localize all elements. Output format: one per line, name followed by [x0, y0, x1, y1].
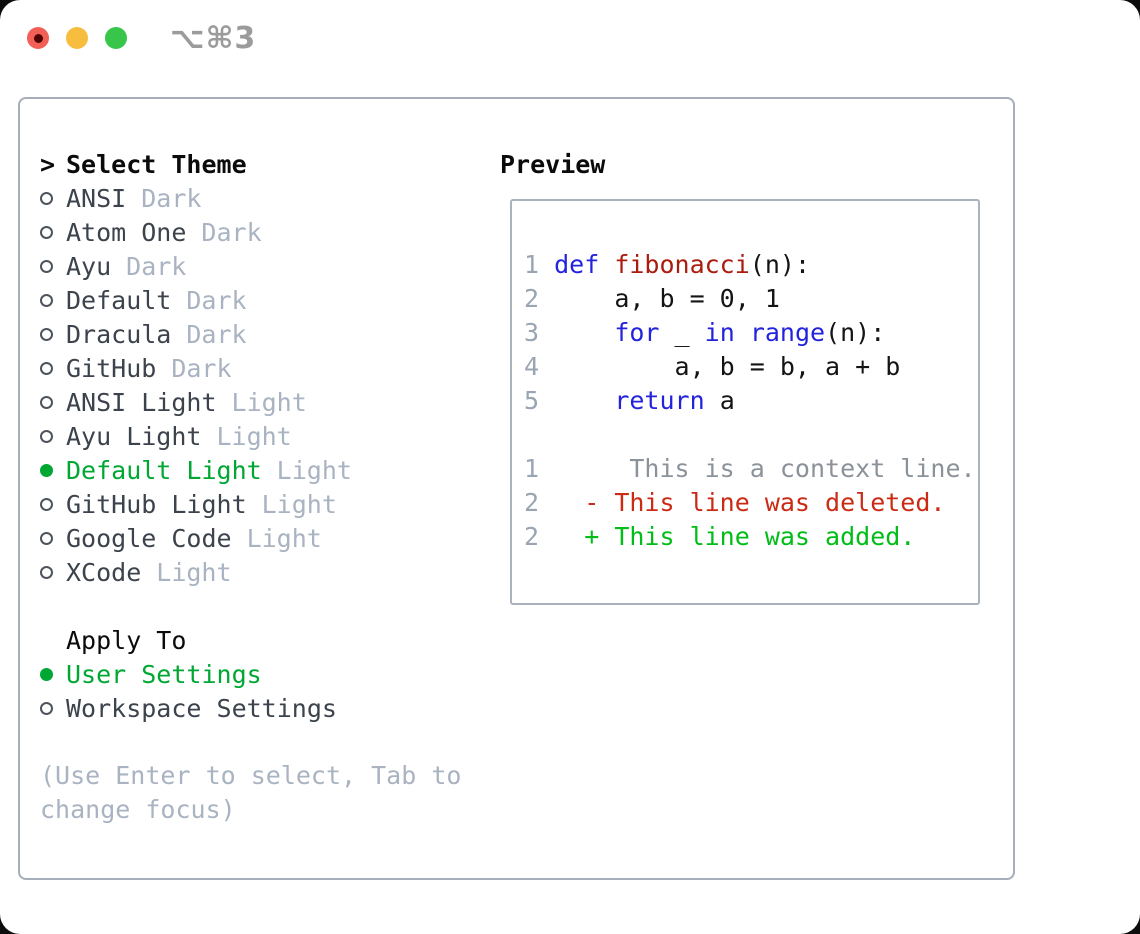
theme-selector-panel: > Select Theme ANSI Dark Atom One Dark A… [18, 97, 1015, 880]
close-button[interactable] [27, 27, 49, 49]
radio-icon [40, 225, 66, 239]
diff-added-line: 2 + This line was added. [524, 522, 916, 551]
zoom-button[interactable] [105, 27, 127, 49]
theme-variant-tag: Light [261, 489, 337, 519]
preview-column: Preview 1 def fibonacci(n): 2 a, b = 0, … [500, 147, 980, 878]
preview-header: Preview [500, 147, 980, 181]
theme-option-ayu-light[interactable]: Ayu Light Light [40, 419, 500, 453]
theme-label: Default [66, 285, 172, 315]
radio-icon [40, 395, 66, 409]
line-number: 4 [524, 352, 555, 381]
apply-option-label: Workspace Settings [66, 693, 337, 723]
select-theme-header: > Select Theme [40, 147, 500, 181]
theme-option-ansi-light[interactable]: ANSI Light Light [40, 385, 500, 419]
radio-icon [40, 259, 66, 273]
window-shortcut-label: ⌥⌘3 [170, 20, 257, 56]
code-line-1: 1 def fibonacci(n): [524, 250, 811, 279]
radio-icon [40, 531, 66, 545]
titlebar: ⌥⌘3 [0, 0, 1140, 76]
theme-label: Atom One [66, 217, 187, 247]
theme-label: GitHub Light [66, 489, 247, 519]
theme-option-ansi-dark[interactable]: ANSI Dark [40, 181, 500, 215]
theme-label: ANSI Light [66, 387, 217, 417]
radio-icon [40, 293, 66, 307]
theme-option-default-dark[interactable]: Default Dark [40, 283, 500, 317]
theme-label: Dracula [66, 319, 172, 349]
line-number: 1 [524, 454, 540, 483]
theme-option-github-light[interactable]: GitHub Light Light [40, 487, 500, 521]
theme-option-google-code-light[interactable]: Google Code Light [40, 521, 500, 555]
minimize-button[interactable] [66, 27, 88, 49]
theme-option-dracula-dark[interactable]: Dracula Dark [40, 317, 500, 351]
line-number: 2 [524, 488, 540, 517]
theme-label: ANSI [66, 183, 127, 213]
radio-icon [40, 191, 66, 205]
theme-variant-tag: Light [231, 387, 307, 417]
theme-option-default-light[interactable]: Default Light Light [40, 453, 500, 487]
theme-label: Ayu [66, 251, 112, 281]
preview-box: 1 def fibonacci(n): 2 a, b = 0, 1 3 for … [510, 199, 980, 605]
theme-variant-tag: Dark [201, 217, 262, 247]
theme-option-github-dark[interactable]: GitHub Dark [40, 351, 500, 385]
theme-option-atom-one-dark[interactable]: Atom One Dark [40, 215, 500, 249]
apply-option-label: User Settings [66, 659, 262, 689]
theme-variant-tag: Light [246, 523, 322, 553]
code-line-5: 5 return a [524, 386, 735, 415]
theme-label: GitHub [66, 353, 157, 383]
line-number: 5 [524, 386, 555, 415]
code-line-4: 4 a, b = b, a + b [524, 352, 901, 381]
theme-variant-tag: Dark [141, 183, 202, 213]
diff-deleted-line: 2 - This line was deleted. [524, 488, 946, 517]
theme-list-column: > Select Theme ANSI Dark Atom One Dark A… [40, 147, 500, 878]
focus-caret-icon: > [40, 149, 56, 179]
radio-selected-icon [40, 667, 66, 681]
theme-label: Ayu Light [66, 421, 202, 451]
theme-variant-tag: Dark [186, 285, 247, 315]
theme-variant-tag: Dark [171, 353, 232, 383]
theme-label: Google Code [66, 523, 232, 553]
line-number: 2 [524, 284, 555, 313]
line-number: 2 [524, 522, 540, 551]
theme-label: XCode [66, 557, 142, 587]
close-dot-icon [33, 33, 43, 43]
theme-option-ayu-dark[interactable]: Ayu Dark [40, 249, 500, 283]
radio-selected-icon [40, 463, 66, 477]
radio-icon [40, 327, 66, 341]
code-line-3: 3 for _ in range(n): [524, 318, 886, 347]
theme-option-xcode-light[interactable]: XCode Light [40, 555, 500, 589]
radio-icon [40, 429, 66, 443]
apply-option-user-settings[interactable]: User Settings [40, 657, 500, 691]
theme-label: Default Light [66, 455, 262, 485]
radio-icon [40, 497, 66, 511]
radio-icon [40, 701, 66, 715]
select-theme-title: Select Theme [66, 149, 247, 179]
theme-variant-tag: Light [216, 421, 292, 451]
code-line-2: 2 a, b = 0, 1 [524, 284, 780, 313]
line-number: 3 [524, 318, 555, 347]
theme-variant-tag: Dark [186, 319, 247, 349]
blank-line [524, 420, 978, 454]
apply-to-header: Apply To [40, 623, 500, 657]
radio-icon [40, 361, 66, 375]
radio-icon [40, 565, 66, 579]
diff-context-line: 1 This is a context line. [524, 454, 976, 483]
apply-to-title: Apply To [66, 625, 187, 655]
theme-variant-tag: Light [276, 455, 352, 485]
help-text: (Use Enter to select, Tab to change focu… [40, 761, 462, 824]
line-number: 1 [524, 250, 555, 279]
theme-variant-tag: Light [156, 557, 232, 587]
apply-option-workspace-settings[interactable]: Workspace Settings [40, 691, 500, 725]
theme-variant-tag: Dark [126, 251, 187, 281]
preview-title: Preview [500, 149, 606, 179]
